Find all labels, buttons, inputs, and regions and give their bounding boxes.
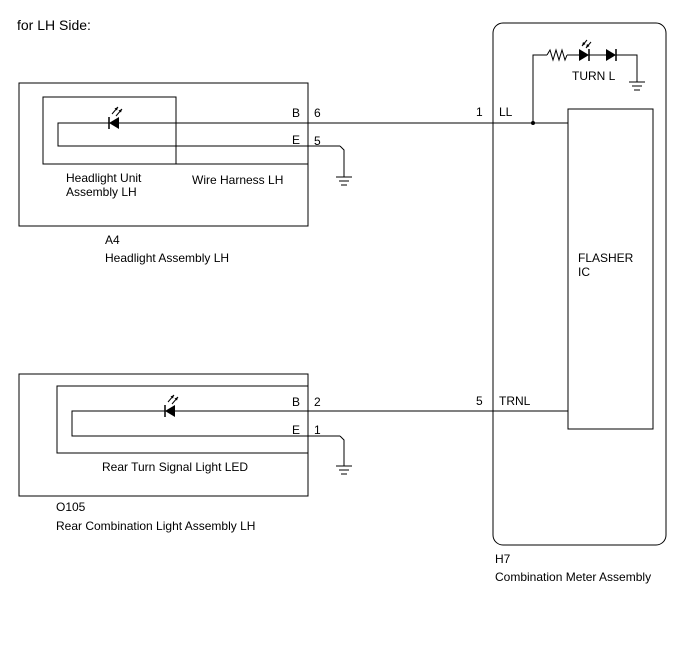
side-label: for LH Side: bbox=[17, 17, 91, 33]
headlight-unit-label-2: Assembly LH bbox=[66, 185, 137, 199]
assembly-name: Combination Meter Assembly bbox=[495, 570, 651, 584]
assembly-name: Headlight Assembly LH bbox=[105, 251, 229, 265]
led-icon bbox=[108, 106, 123, 129]
terminal-label: B bbox=[292, 106, 300, 120]
ground-icon bbox=[629, 81, 645, 91]
led-icon bbox=[579, 39, 592, 61]
rear-combination-light-assembly: Rear Turn Signal Light LED B 2 E 1 O105 … bbox=[18, 373, 352, 533]
rear-assembly-outline bbox=[18, 373, 309, 497]
rear-led-box bbox=[56, 385, 309, 454]
flasher-label-1: FLASHER bbox=[578, 251, 634, 265]
indicator-label: TURN L bbox=[572, 69, 616, 83]
led-icon bbox=[164, 394, 179, 417]
rear-loop-wire bbox=[71, 410, 340, 437]
headlight-unit-label-1: Headlight Unit bbox=[66, 171, 142, 185]
meter-pin-number: 5 bbox=[476, 394, 483, 408]
headlight-unit-box bbox=[42, 96, 177, 165]
meter-signal-name: LL bbox=[499, 105, 513, 119]
ground-icon bbox=[336, 465, 352, 475]
terminal-label: E bbox=[292, 423, 300, 437]
ground-wire bbox=[339, 435, 345, 466]
ground-icon bbox=[336, 176, 352, 186]
diode-icon bbox=[606, 49, 617, 61]
flasher-ic-box bbox=[567, 108, 654, 430]
connector-code: O105 bbox=[56, 500, 86, 514]
pin-number: 2 bbox=[314, 395, 321, 409]
meter-outline bbox=[492, 22, 667, 546]
pin-number: 5 bbox=[314, 134, 321, 148]
headlight-assembly: Headlight Unit Assembly LH Wire Harness … bbox=[18, 82, 352, 265]
resistor-icon bbox=[546, 48, 568, 62]
terminal-label: E bbox=[292, 133, 300, 147]
meter-signal-name: TRNL bbox=[499, 394, 531, 408]
rear-led-label: Rear Turn Signal Light LED bbox=[102, 460, 248, 474]
pin-number: 6 bbox=[314, 106, 321, 120]
combination-meter-assembly: FLASHER IC 1 LL 5 TRNL bbox=[476, 22, 667, 584]
flasher-label-2: IC bbox=[578, 265, 590, 279]
indicator-wire bbox=[616, 54, 638, 82]
ground-wire bbox=[339, 145, 345, 177]
wire-harness-label: Wire Harness LH bbox=[192, 173, 283, 187]
headlight-assembly-outline bbox=[18, 82, 309, 227]
pin-number: 1 bbox=[314, 423, 321, 437]
headlight-loop-wire bbox=[57, 122, 340, 147]
meter-pin-number: 1 bbox=[476, 105, 483, 119]
connector-code: A4 bbox=[105, 233, 120, 247]
connector-code: H7 bbox=[495, 552, 511, 566]
indicator-wire bbox=[532, 54, 547, 123]
assembly-name: Rear Combination Light Assembly LH bbox=[56, 519, 255, 533]
terminal-label: B bbox=[292, 395, 300, 409]
